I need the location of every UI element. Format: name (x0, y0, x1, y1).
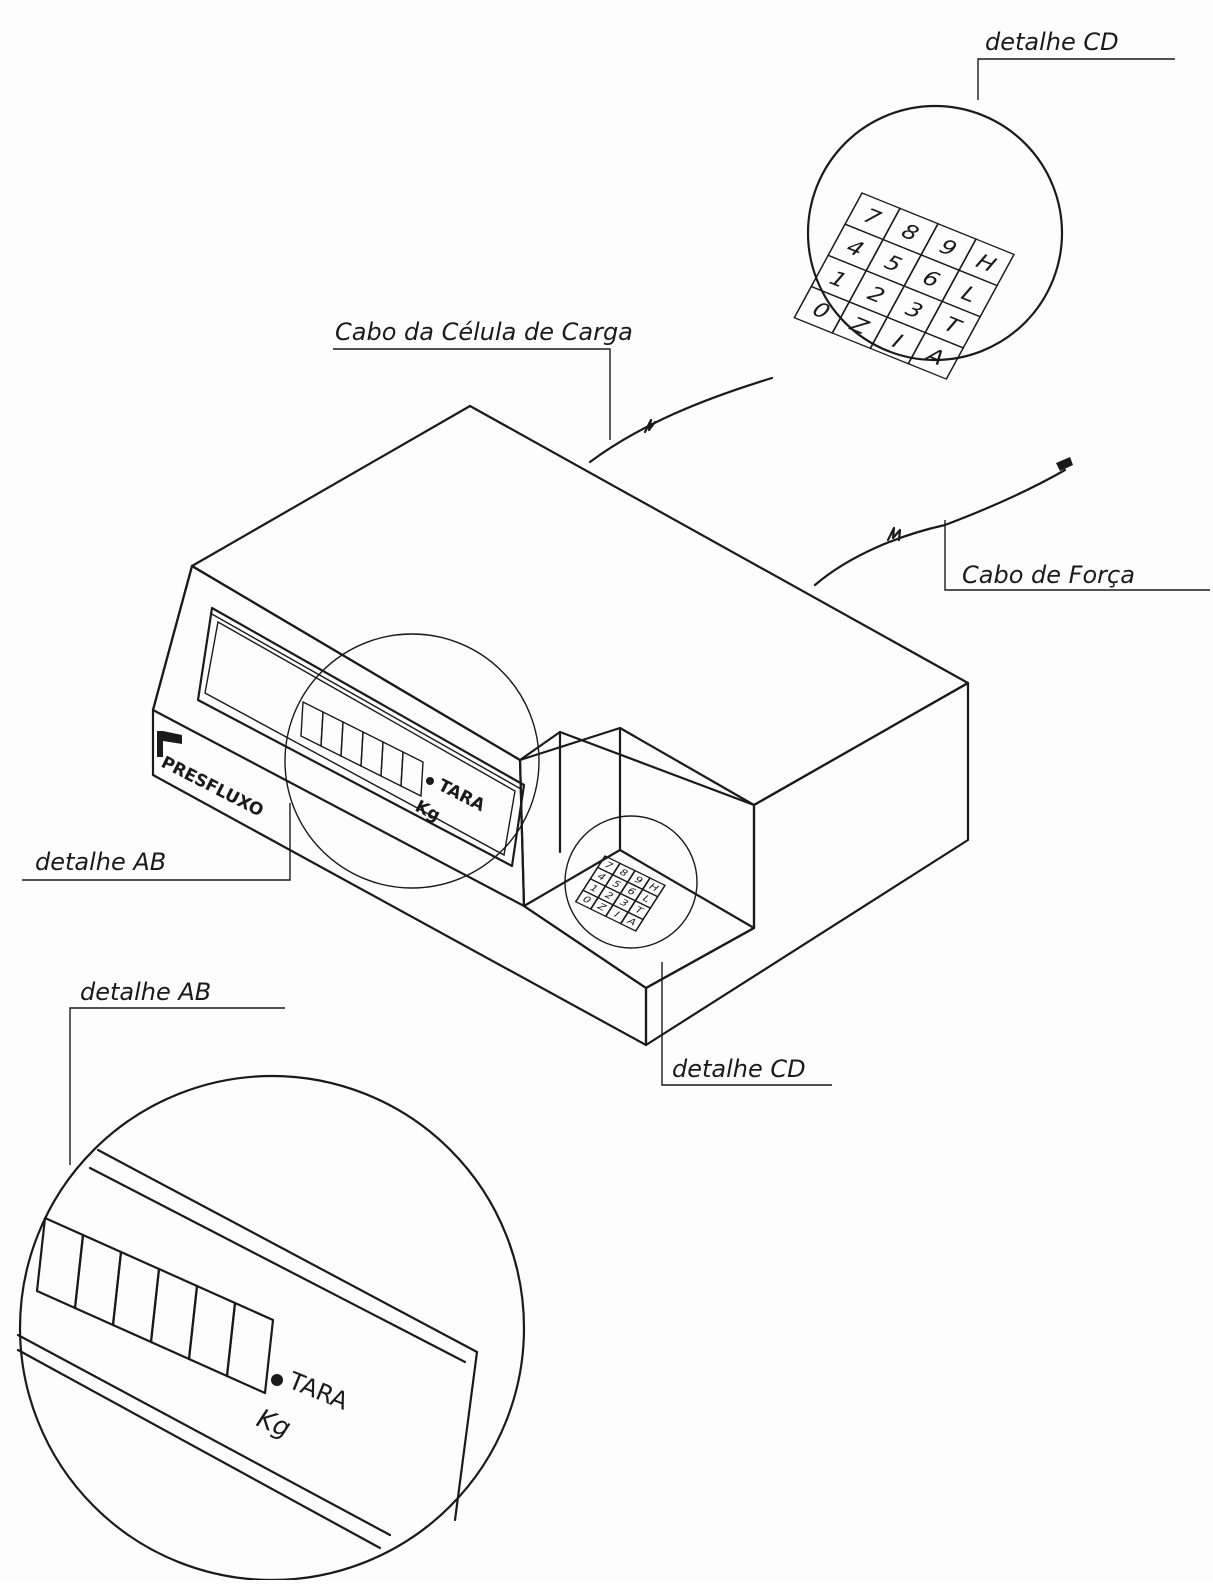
detail-ab-bottom-label: detalhe AB (80, 978, 211, 1006)
keypad-key-label: 5 (880, 251, 905, 278)
keypad-key-label: Z (845, 312, 873, 340)
keypad-key-label: 1 (588, 883, 600, 894)
keypad-key-label: H (972, 250, 1000, 278)
keypad-key-label: 5 (610, 879, 622, 890)
keypad-key-label: 8 (897, 219, 922, 246)
keypad-key-label: 4 (595, 872, 607, 883)
keypad-key-label: 3 (901, 297, 926, 324)
detail-cd-device-callout: detalhe CD (661, 962, 832, 1086)
keypad-key-label: 2 (863, 282, 888, 309)
display-digit-box (300, 700, 324, 748)
detail-ab-bottom-leader-line (69, 1007, 285, 1165)
detail-ab-leader-line (22, 803, 291, 881)
power-cable-label: Cabo de Força (962, 561, 1135, 589)
load-cell-cable-callout: Cabo da Célula de Carga (333, 318, 774, 464)
keypad-key-label: 9 (633, 875, 645, 886)
keypad-key-label: T (940, 313, 966, 340)
unit-label: Kg (412, 797, 444, 826)
keypad-key-label: 1 (825, 266, 850, 293)
unit-label-magnified: Kg (252, 1404, 294, 1444)
bezel-lower-edge (16, 1333, 392, 1537)
display-bezel-inner (204, 620, 516, 857)
display-digit-box (360, 730, 384, 778)
keypad-key-label: 0 (808, 298, 833, 325)
display-digits-magnified (35, 1216, 275, 1395)
display-digits (300, 700, 424, 798)
detail-cd-main-label: detalhe CD (672, 1055, 806, 1083)
keypad-key-label: 4 (842, 235, 867, 262)
keypad-key[interactable] (619, 911, 645, 932)
keypad-key-label: I (612, 910, 620, 920)
detail-cd-circle-on-device (564, 815, 698, 949)
load-cell-cable (588, 376, 774, 464)
bezel-outer-edge (96, 1148, 479, 1522)
tare-label: TARA (435, 776, 489, 817)
keypad-key-label: L (957, 282, 981, 308)
device-front-panel-lower-edge (151, 708, 526, 908)
keypad-key-label: 7 (603, 860, 615, 872)
cable-break-mark (643, 418, 657, 434)
detail-ab-device-callout: detalhe AB (22, 803, 291, 881)
display-digit-box (340, 720, 364, 768)
device-front-left-edge (151, 564, 194, 712)
power-cable-leader-line (944, 520, 1210, 591)
keypad-key-label: L (641, 894, 652, 905)
detail-ab-main-label: detalhe AB (35, 848, 166, 876)
detail-ab-circle-on-device (284, 633, 540, 889)
keypad-key-label: I (888, 330, 906, 354)
detail-cd-circle (806, 104, 1064, 362)
keypad-key-label: 0 (581, 895, 593, 906)
bezel-inner-edge (88, 1166, 467, 1364)
power-cable-break-mark (886, 526, 902, 542)
brand-logo-icon (157, 731, 163, 757)
keypad-key-label: 6 (625, 886, 637, 897)
display-digit-box (320, 710, 344, 758)
keypad-key[interactable] (907, 331, 965, 380)
power-plug-icon (1056, 457, 1073, 471)
device-top-face (190, 404, 970, 807)
load-cell-leader-line (333, 348, 611, 440)
keypad-key-label: 9 (935, 235, 960, 262)
keypad-key-label: A (920, 343, 949, 371)
keypad-key-label: 3 (618, 898, 630, 909)
detail-cd-top-label: detalhe CD (985, 28, 1119, 56)
keypad-key-label: 2 (603, 891, 615, 902)
load-cell-cable-label: Cabo da Célula de Carga (335, 318, 633, 346)
display-bezel-top-line (209, 612, 522, 790)
keypad-key-label: T (633, 905, 645, 917)
detail-cd-leader-line-device (661, 962, 832, 1086)
display-bezel-outer (196, 606, 526, 868)
display-digit-box (380, 740, 404, 788)
tare-dot-magnified-icon (271, 1374, 283, 1386)
keypad-key-label: 7 (859, 204, 884, 231)
tare-label-magnified: TARA (284, 1366, 353, 1416)
detail-cd-leader-line (977, 58, 1175, 100)
keypad-key-label: 8 (618, 868, 630, 879)
brand-flag-icon (163, 731, 182, 744)
keypad-recess-floor-edge (618, 848, 756, 930)
keypad-key-label: 6 (918, 266, 943, 293)
tare-dot-icon (426, 777, 434, 785)
display-digit-box (400, 750, 424, 798)
power-cable-callout: Cabo de Força (813, 457, 1210, 591)
keypad-recess (518, 726, 756, 990)
bezel-lower-edge-2 (16, 1348, 382, 1550)
display-digit-box-magnified (225, 1301, 275, 1395)
detail-ab-magnified: detalhe AB TARA Kg (16, 978, 526, 1582)
